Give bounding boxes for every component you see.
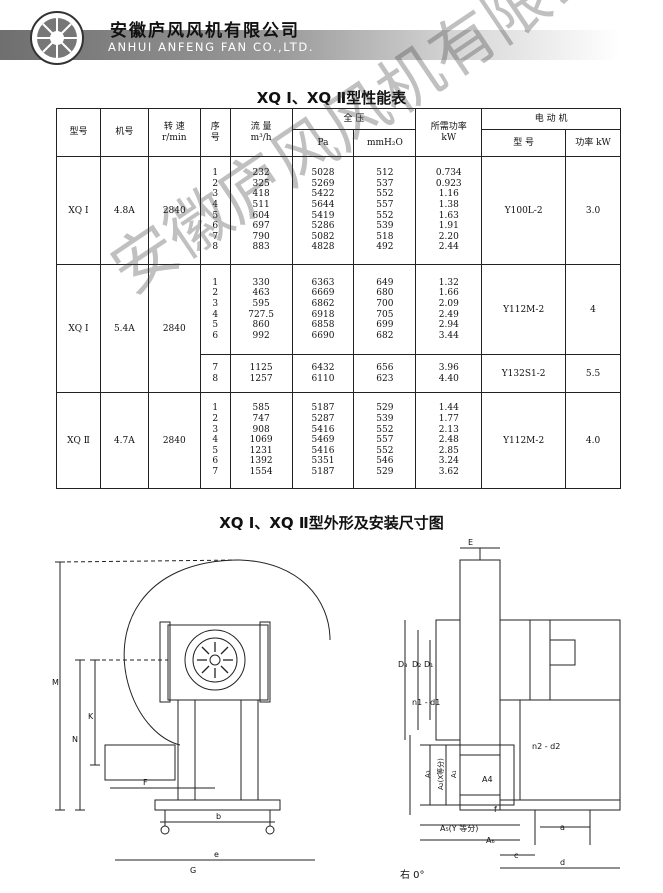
rotation-note: 右 0°	[400, 870, 425, 881]
dim-D3: D₃	[398, 660, 408, 669]
dim-d: d	[560, 858, 566, 867]
header-motor-power: 功率 kW	[565, 129, 621, 157]
base-plate	[154, 799, 281, 811]
volute-outline	[123, 559, 241, 746]
cell-motor-model: Y100L-2	[481, 156, 567, 265]
dim-E: E	[468, 538, 474, 547]
dim-f: f	[494, 805, 497, 814]
cell-seq: 1 2 3 4 5 6 7 8	[199, 156, 231, 265]
cell-flow: 232 325 418 511 604 697 790 883	[229, 156, 293, 265]
cell-pa: 5028 5269 5422 5644 5419 5286 5082 4828	[291, 156, 355, 265]
cell-model: XQ Ⅰ	[56, 264, 101, 393]
cell-kw: 0.734 0.923 1.16 1.38 1.63 1.91 2.20 2.4…	[415, 156, 483, 265]
cell-flow: 330 463 595 727.5 860 992	[229, 264, 293, 355]
cell-motor-power: 5.5	[565, 354, 621, 393]
dim-D2: D₂	[412, 660, 422, 669]
header-power-label: 所需功率	[430, 121, 467, 132]
cell-pa: 6432 6110	[291, 354, 355, 393]
cell-mmh2o: 656 623	[353, 354, 417, 393]
dim-e: e	[214, 850, 219, 859]
cell-motor-power: 3.0	[565, 156, 621, 265]
header-pressure-mmh2o: mmH₂O	[353, 129, 417, 157]
cell-machine-no: 4.7A	[99, 392, 149, 489]
cell-machine-no: 4.8A	[99, 156, 149, 265]
cell-kw: 1.44 1.77 2.13 2.48 2.85 3.24 3.62	[415, 392, 483, 489]
cell-seq: 7 8	[199, 354, 231, 393]
header-pressure-pa: Pa	[291, 129, 355, 157]
dim-N: N	[72, 735, 78, 744]
header-motor: 电 动 机	[481, 108, 621, 130]
header-flow-label: 流 量	[250, 121, 272, 132]
dim-A4: A4	[482, 775, 493, 784]
outlet-flange	[445, 744, 515, 806]
dim-c: c	[514, 851, 519, 860]
cell-pa: 6363 6669 6862 6918 6858 6690	[291, 264, 355, 355]
cell-mmh2o: 529 539 552 557 552 546 529	[353, 392, 417, 489]
dim-A2: A₂(X等分)	[437, 758, 445, 790]
motor-face	[184, 629, 246, 691]
dim-a: a	[560, 823, 565, 832]
header-speed-unit: r/min	[161, 132, 187, 143]
cell-mmh2o: 512 537 552 557 552 539 518 492	[353, 156, 417, 265]
dim-F: F	[143, 778, 148, 787]
performance-table-title: XQ Ⅰ、XQ Ⅱ型性能表	[256, 89, 407, 107]
dim-A6: A₆	[486, 836, 495, 845]
header-band	[0, 30, 620, 60]
cell-speed: 2840	[147, 264, 201, 393]
cell-motor-power: 4	[565, 264, 621, 355]
dim-n2d2: n2 - d2	[532, 742, 561, 751]
dim-A1: A₁	[450, 770, 458, 778]
cell-motor-power: 4.0	[565, 392, 621, 489]
motor-housing	[167, 624, 269, 701]
header-pressure: 全 压	[291, 108, 417, 130]
dim-b: b	[216, 812, 222, 821]
cell-seq: 1 2 3 4 5 6 7	[199, 392, 231, 489]
cell-seq: 1 2 3 4 5 6	[199, 264, 231, 355]
dim-n1d1: n1 - d1	[412, 698, 441, 707]
cell-kw: 1.32 1.66 2.09 2.49 2.94 3.44	[415, 264, 483, 355]
header-flow-unit: m³/h	[250, 132, 272, 143]
page-header: 安徽庐风风机有限公司 ANHUI ANFENG FAN CO.,LTD.	[0, 0, 663, 65]
header-seq: 序号	[199, 108, 231, 157]
side-impeller-housing	[459, 559, 501, 811]
cell-flow: 585 747 908 1069 1231 1392 1554	[229, 392, 293, 489]
header-model: 型号	[56, 108, 101, 157]
drawing-title: XQ Ⅰ、XQ Ⅱ型外形及安装尺寸图	[219, 514, 444, 532]
header-machine-no: 机号	[99, 108, 149, 157]
company-name-en: ANHUI ANFENG FAN CO.,LTD.	[108, 40, 315, 54]
cell-model: XQ Ⅰ	[56, 156, 101, 265]
cell-speed: 2840	[147, 392, 201, 489]
cell-model: XQ Ⅱ	[56, 392, 101, 489]
dim-A3: A₃	[424, 770, 432, 778]
company-name-cn: 安徽庐风风机有限公司	[110, 21, 300, 41]
outlet-duct	[104, 744, 176, 781]
cell-speed: 2840	[147, 156, 201, 265]
header-speed-label: 转 速	[163, 121, 185, 132]
header-motor-model: 型 号	[481, 129, 567, 157]
cell-motor-model: Y112M-2	[481, 392, 567, 489]
company-logo-icon	[30, 11, 84, 65]
cell-motor-model: Y112M-2	[481, 264, 567, 355]
cell-kw: 3.96 4.40	[415, 354, 483, 393]
cell-pa: 5187 5287 5416 5469 5416 5351 5187	[291, 392, 355, 489]
cell-mmh2o: 649 680 700 705 699 682	[353, 264, 417, 355]
cell-flow: 1125 1257	[229, 354, 293, 393]
stand	[177, 699, 259, 801]
cell-motor-model: Y132S1-2	[481, 354, 567, 393]
dim-A5: A₅(Y 等分)	[440, 824, 479, 833]
cell-machine-no: 5.4A	[99, 264, 149, 393]
dim-K: K	[88, 712, 94, 721]
installation-drawing	[55, 547, 621, 869]
dim-D1: D₁	[424, 660, 434, 669]
dim-M: M	[52, 678, 59, 687]
header-power-unit: kW	[441, 132, 457, 143]
volute-top	[239, 559, 331, 641]
dim-G: G	[190, 866, 197, 875]
